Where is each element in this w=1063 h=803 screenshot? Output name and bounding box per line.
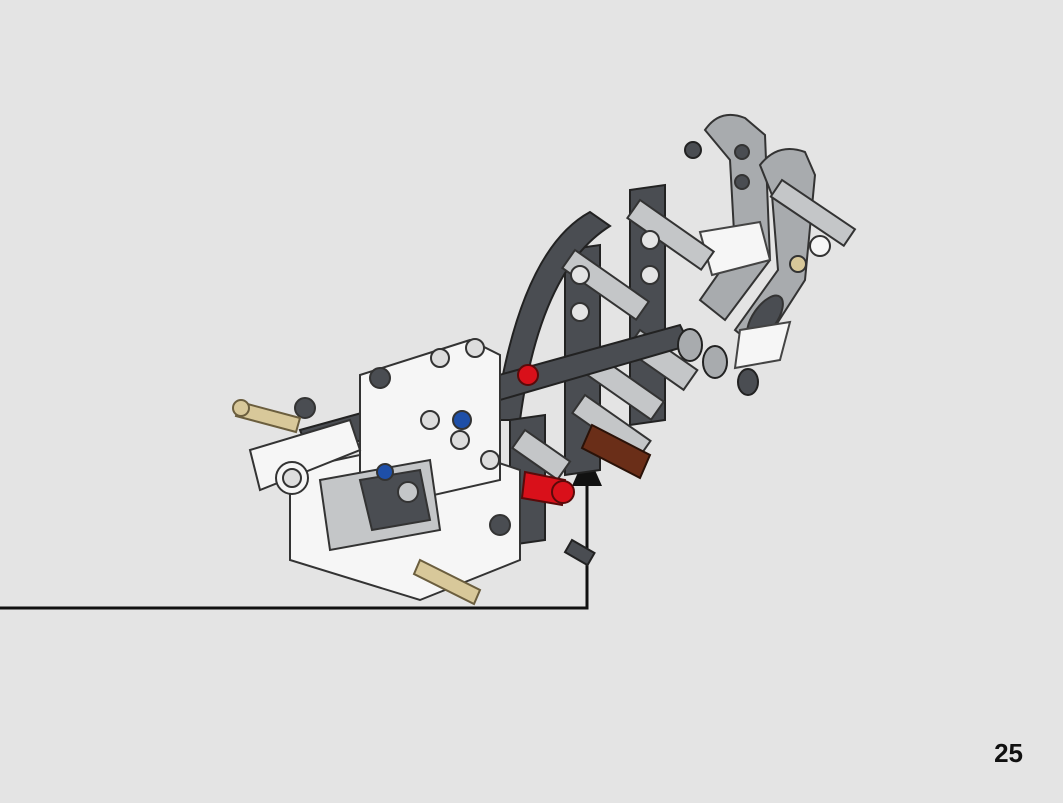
callout-line [0, 482, 589, 610]
rear-lbeam-assembly [698, 114, 857, 352]
dark-bushings [677, 141, 759, 396]
page-number: 25 [994, 738, 1023, 768]
white-frame [248, 338, 521, 602]
dark-axle-end [563, 538, 596, 567]
white-axle-lower [733, 320, 792, 370]
brown-axle [580, 423, 652, 480]
tan-pins [232, 399, 482, 606]
red-pins [517, 364, 575, 507]
